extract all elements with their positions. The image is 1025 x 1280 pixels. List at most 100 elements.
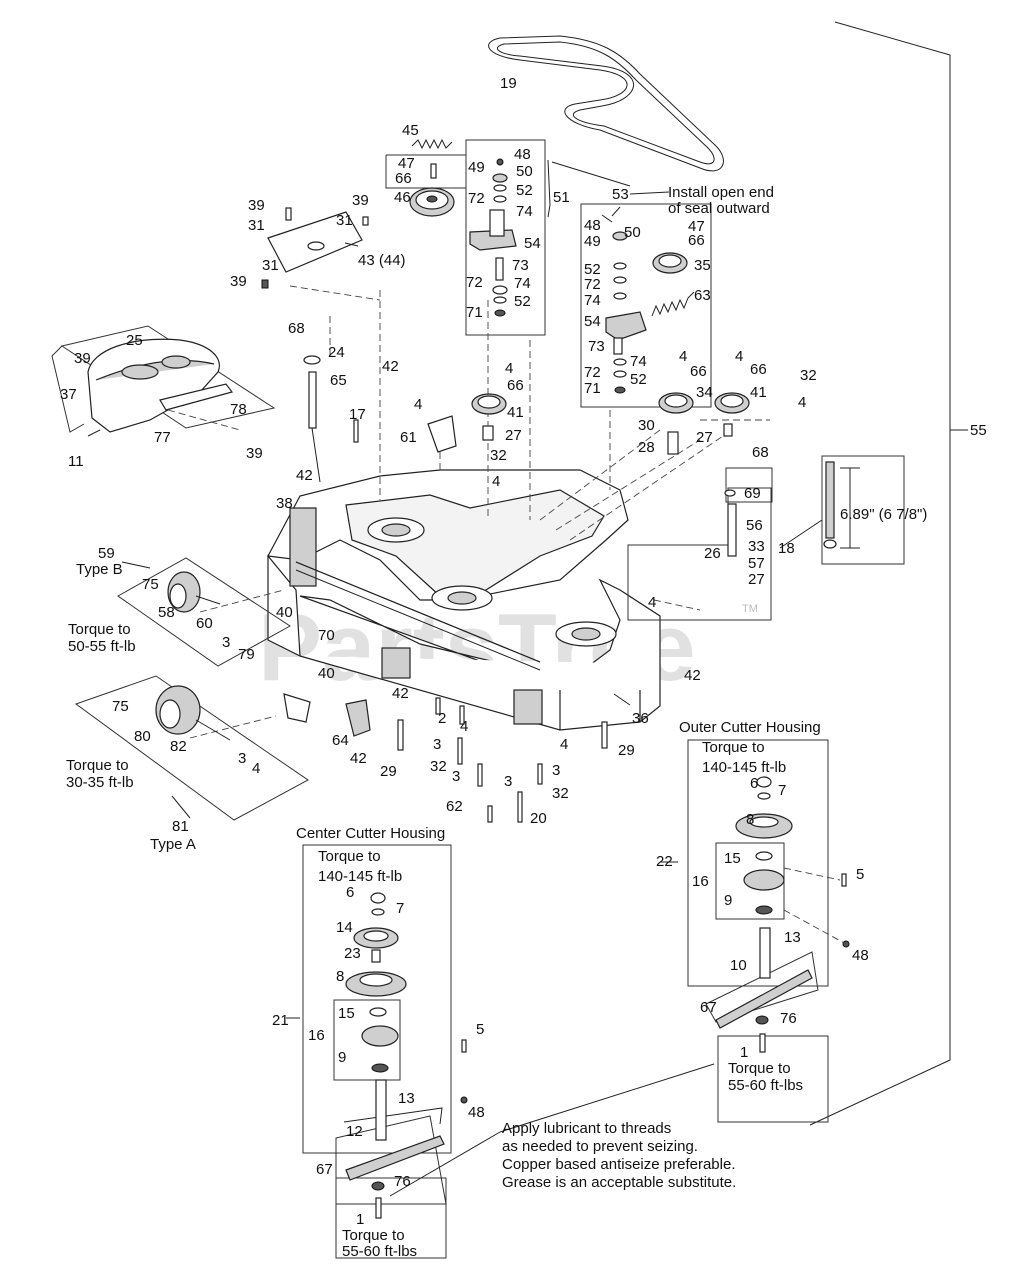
callout-75-b: 75 — [112, 698, 129, 715]
callout-32: 32 — [800, 367, 817, 384]
callout-52-c: 52 — [584, 261, 601, 278]
callout-42-e: 42 — [350, 750, 367, 767]
outer-blade-torque-line2: 55-60 ft-lbs — [728, 1077, 803, 1094]
callout-63: 63 — [694, 287, 711, 304]
height-adjust-rod — [303, 355, 359, 483]
callout-13-b: 13 — [784, 929, 801, 946]
callout-55: 55 — [970, 422, 987, 439]
callout-3-f: 3 — [238, 750, 246, 767]
callout-39-c: 39 — [230, 273, 247, 290]
callout-9-b: 9 — [724, 892, 732, 909]
callout-48: 48 — [514, 146, 531, 163]
callout-39: 39 — [248, 197, 265, 214]
callout-34: 34 — [696, 384, 713, 401]
callout-71-b: 71 — [584, 380, 601, 397]
callout-7: 7 — [396, 900, 404, 917]
callout-50: 50 — [516, 163, 533, 180]
callout-60: 60 — [196, 615, 213, 632]
outer-torque-line2: 140-145 ft-lb — [702, 759, 786, 776]
callout-61: 61 — [400, 429, 417, 446]
dimension-note: 6.89" (6 7/8") — [840, 506, 927, 523]
callout-33: 33 — [748, 538, 765, 555]
drive-belt — [488, 35, 724, 172]
callout-30: 30 — [638, 417, 655, 434]
callout-64: 64 — [332, 732, 349, 749]
seal-note-line2: of seal outward — [668, 200, 770, 217]
callout-10: 10 — [730, 957, 747, 974]
callout-75: 75 — [142, 576, 159, 593]
outer-housing-title: Outer Cutter Housing — [679, 719, 821, 736]
watermark-trademark: TM — [742, 603, 758, 615]
callout-47-b: 47 — [688, 218, 705, 235]
callout-4-d: 4 — [798, 394, 806, 411]
callout-72-d: 72 — [584, 364, 601, 381]
callout-74-c: 74 — [584, 292, 601, 309]
outer-blade-torque-line1: Torque to — [728, 1060, 791, 1077]
height-gauge-box — [821, 455, 905, 565]
callout-40-b: 40 — [318, 665, 335, 682]
callout-76-b: 76 — [780, 1010, 797, 1027]
callout-65: 65 — [330, 372, 347, 389]
callout-19: 19 — [500, 75, 517, 92]
callout-29-b: 29 — [618, 742, 635, 759]
callout-4-g: 4 — [648, 594, 656, 611]
callout-labels: 19 45 47 66 46 49 48 50 72 52 74 51 54 7… — [60, 75, 987, 1228]
torque-30-35-line1: Torque to — [66, 757, 129, 774]
callout-66-b: 66 — [688, 232, 705, 249]
callout-11: 11 — [68, 453, 84, 470]
callout-70: 70 — [318, 627, 335, 644]
callout-53: 53 — [612, 186, 629, 203]
callout-74-d: 74 — [630, 353, 647, 370]
type-a-label: Type A — [150, 836, 196, 853]
center-torque-line1: Torque to — [318, 848, 381, 865]
callout-79: 79 — [238, 646, 255, 663]
callout-39-d: 39 — [74, 350, 91, 367]
callout-58: 58 — [158, 604, 175, 621]
lubricant-note-line3: Copper based antiseize preferable. — [502, 1156, 735, 1173]
callout-1-b: 1 — [740, 1044, 748, 1061]
callout-32-b: 32 — [490, 447, 507, 464]
callout-66-c: 66 — [507, 377, 524, 394]
callout-72-b: 72 — [466, 274, 483, 291]
callout-8: 8 — [336, 968, 344, 985]
callout-31: 31 — [248, 217, 265, 234]
callout-2: 2 — [438, 710, 446, 727]
callout-31-c: 31 — [262, 257, 279, 274]
callout-27-c: 27 — [748, 571, 765, 588]
outer-torque-line1: Torque to — [702, 739, 765, 756]
callout-16-b: 16 — [692, 873, 709, 890]
callout-12: 12 — [346, 1123, 363, 1140]
callout-26: 26 — [704, 545, 721, 562]
callout-3-b: 3 — [433, 736, 441, 753]
callout-68-b: 68 — [752, 444, 769, 461]
callout-4-j: 4 — [252, 760, 260, 777]
callout-76: 76 — [394, 1173, 411, 1190]
assembly-bracket-55 — [809, 21, 968, 1126]
idler-pulleys — [427, 392, 750, 455]
mower-deck-shell — [267, 469, 661, 731]
callout-4-i: 4 — [560, 736, 568, 753]
callout-25: 25 — [126, 332, 143, 349]
callout-9: 9 — [338, 1049, 346, 1066]
callout-27-b: 27 — [696, 429, 713, 446]
callout-47: 47 — [398, 155, 415, 172]
callout-67: 67 — [316, 1161, 333, 1178]
callout-50-b: 50 — [624, 224, 641, 241]
bracket-64 — [345, 699, 608, 751]
callout-68: 68 — [288, 320, 305, 337]
callout-4-b: 4 — [679, 348, 687, 365]
callout-4: 4 — [505, 360, 513, 377]
idler-arm-assembly-53 — [580, 191, 712, 408]
callout-3-e: 3 — [504, 773, 512, 790]
center-cutter-housing-21 — [302, 844, 468, 1259]
callout-3-d: 3 — [552, 762, 560, 779]
callout-1: 1 — [356, 1211, 364, 1228]
callout-6: 6 — [346, 884, 354, 901]
callout-66-e: 66 — [750, 361, 767, 378]
callout-74: 74 — [516, 203, 533, 220]
caster-wheel-type-b — [117, 557, 291, 667]
callout-78: 78 — [230, 401, 247, 418]
callout-18: 18 — [778, 540, 795, 557]
callout-32-d: 32 — [552, 785, 569, 802]
caster-wheel-type-a — [74, 675, 311, 821]
